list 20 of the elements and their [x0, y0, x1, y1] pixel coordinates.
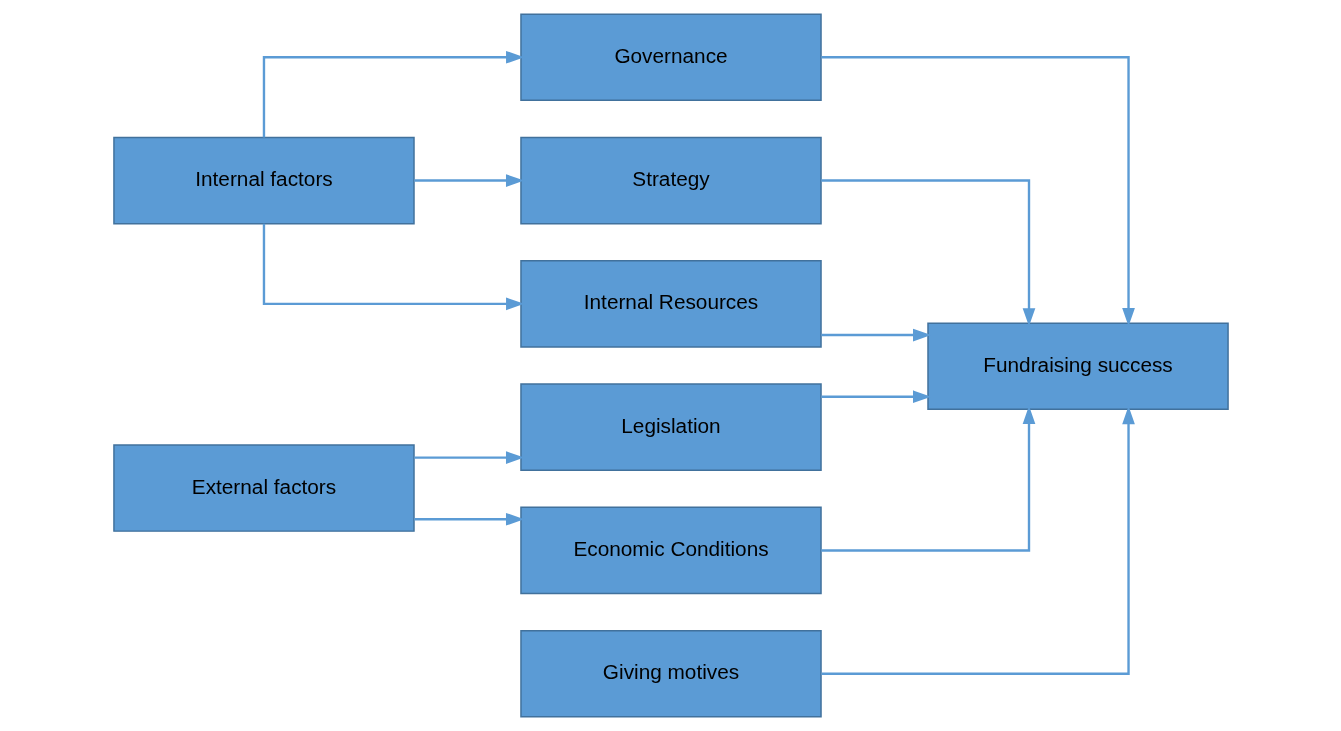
node-box: Strategy — [519, 136, 822, 225]
arrow — [820, 179, 1035, 327]
arrow — [820, 406, 1135, 675]
arrow — [413, 451, 524, 464]
node-box: Legislation — [519, 383, 822, 471]
arrow — [262, 223, 524, 311]
node-box: Economic Conditions — [519, 506, 822, 595]
arrow — [820, 405, 1035, 552]
arrow — [820, 328, 931, 342]
node-box: Internal Resources — [519, 260, 822, 348]
arrow — [262, 50, 524, 138]
node-box: Fundraising success — [926, 322, 1229, 411]
arrow — [820, 56, 1135, 327]
node-box: Internal factors — [112, 136, 415, 225]
arrow — [820, 390, 931, 404]
node-box: External factors — [112, 444, 415, 532]
node-box: Giving motives — [519, 629, 822, 718]
arrow — [413, 174, 524, 187]
arrow — [413, 512, 524, 526]
node-box: Governance — [519, 13, 822, 102]
